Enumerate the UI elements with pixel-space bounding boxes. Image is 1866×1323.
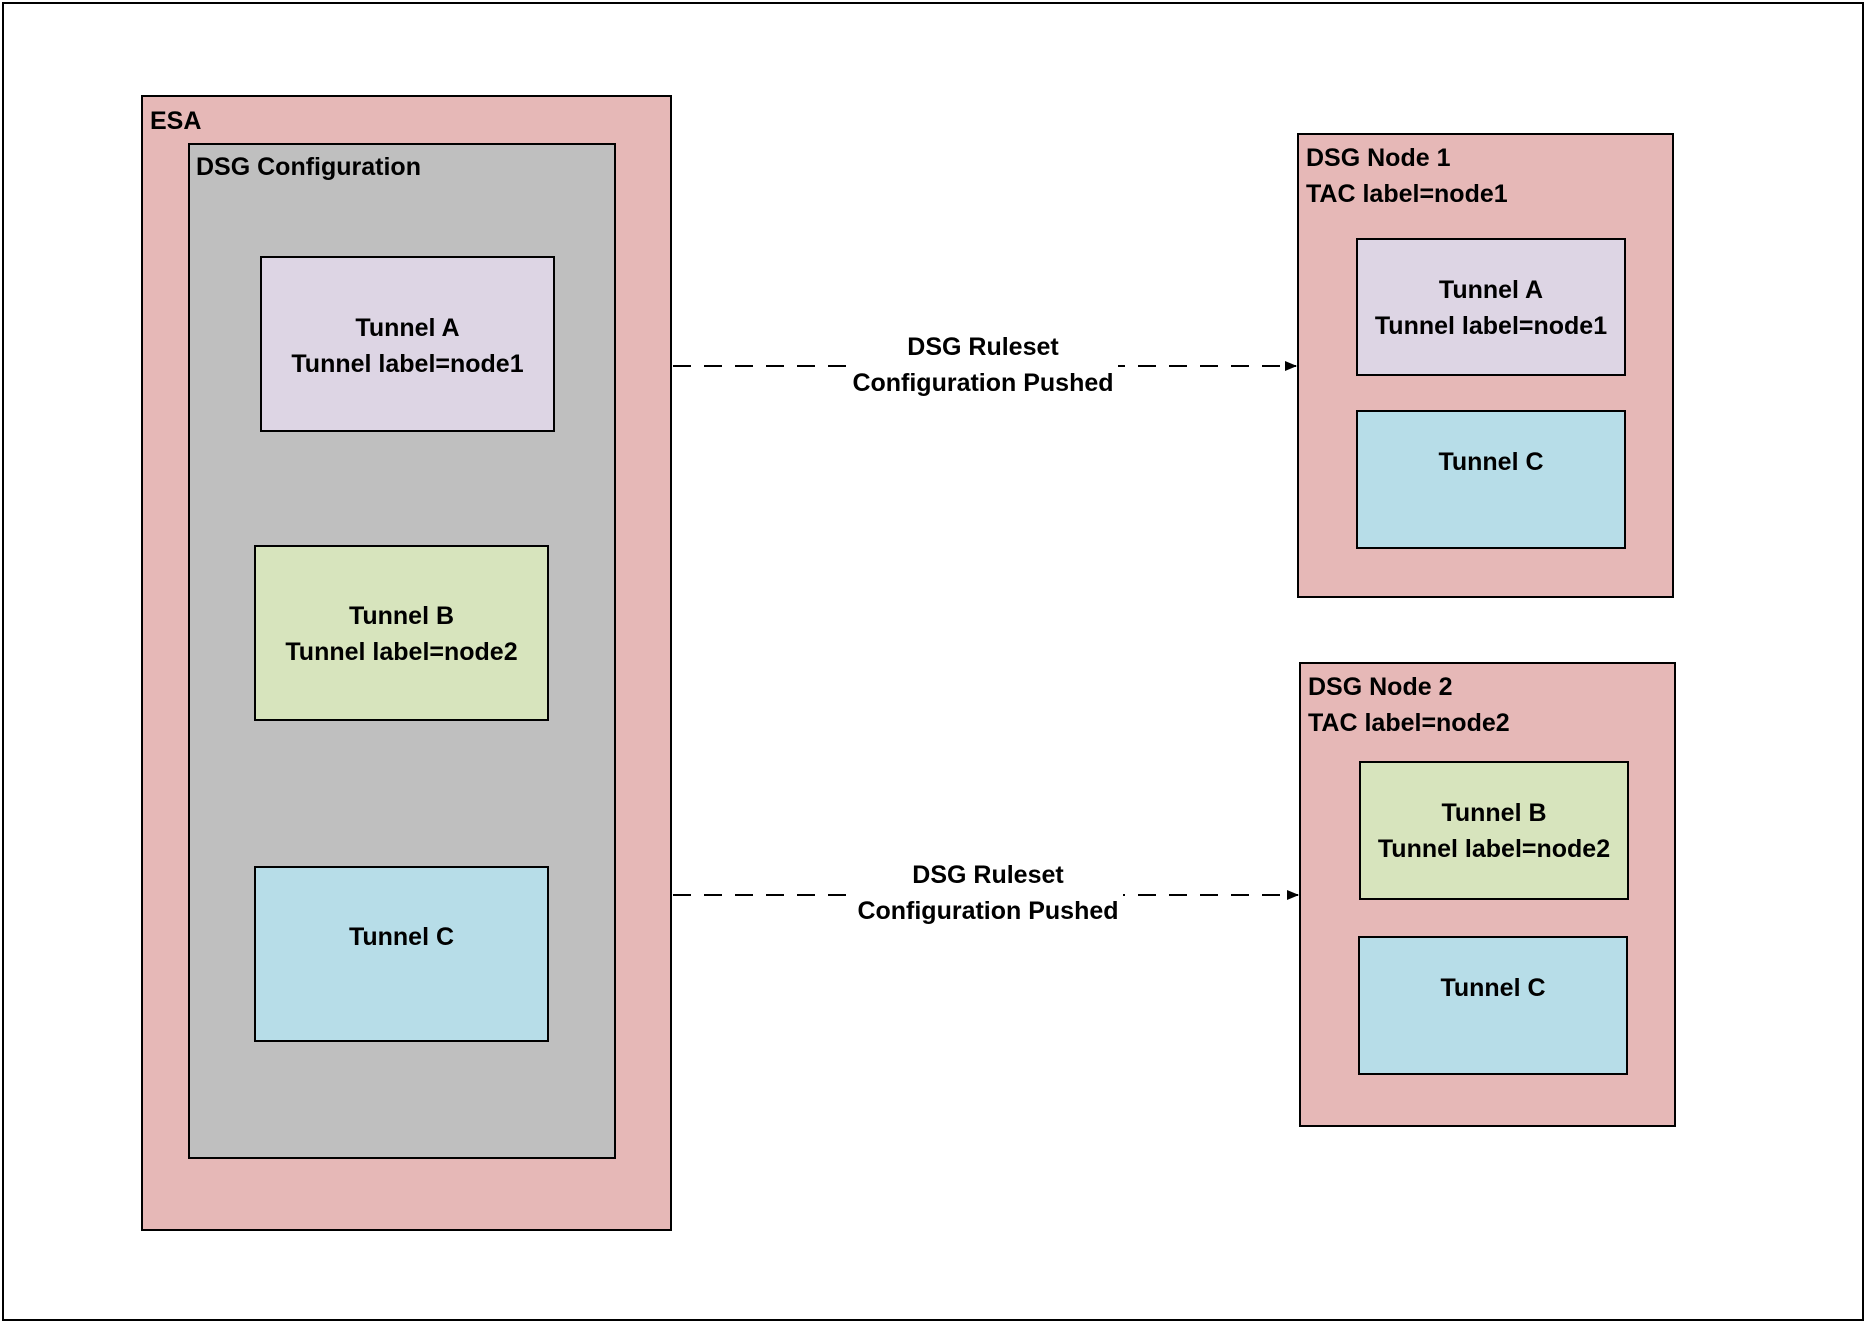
tunnel-label: Tunnel label=node1: [1374, 312, 1608, 340]
esa-tunnel-b: Tunnel B Tunnel label=node2: [254, 545, 549, 721]
arrow-label-node-1: DSG Ruleset Configuration Pushed: [848, 329, 1118, 401]
tunnel-label: Tunnel label=node1: [291, 350, 524, 378]
tunnel-label: Tunnel label=node2: [285, 638, 518, 666]
tunnel-name: Tunnel C: [1440, 974, 1546, 1002]
dsg-node-2-tac-label: TAC label=node2: [1308, 709, 1510, 737]
dsg-configuration-title: DSG Configuration: [196, 153, 421, 181]
tunnel-name: Tunnel C: [348, 923, 455, 951]
dsg-node-1-tac-label: TAC label=node1: [1306, 180, 1508, 208]
esa-title: ESA: [150, 107, 202, 135]
node-2-tunnel-b: Tunnel B Tunnel label=node2: [1359, 761, 1629, 900]
tunnel-name: Tunnel B: [1441, 799, 1547, 827]
arrow-label-line2: Configuration Pushed: [857, 897, 1119, 925]
tunnel-name: Tunnel A: [355, 314, 460, 342]
arrow-label-node-2: DSG Ruleset Configuration Pushed: [853, 857, 1123, 929]
node-1-tunnel-c: Tunnel C: [1356, 410, 1626, 549]
tunnel-label: Tunnel label=node2: [1377, 835, 1611, 863]
dsg-node-2-title: DSG Node 2: [1308, 673, 1453, 701]
tunnel-name: Tunnel C: [1438, 448, 1544, 476]
arrow-label-line1: DSG Ruleset: [912, 861, 1064, 889]
arrow-label-line2: Configuration Pushed: [852, 369, 1114, 397]
tunnel-name: Tunnel B: [348, 602, 455, 630]
esa-tunnel-a: Tunnel A Tunnel label=node1: [260, 256, 555, 432]
tunnel-name: Tunnel A: [1438, 276, 1544, 304]
dsg-node-1-title: DSG Node 1: [1306, 144, 1451, 172]
node-2-tunnel-c: Tunnel C: [1358, 936, 1628, 1075]
arrow-label-line1: DSG Ruleset: [907, 333, 1059, 361]
node-1-tunnel-a: Tunnel A Tunnel label=node1: [1356, 238, 1626, 376]
esa-tunnel-c: Tunnel C: [254, 866, 549, 1042]
